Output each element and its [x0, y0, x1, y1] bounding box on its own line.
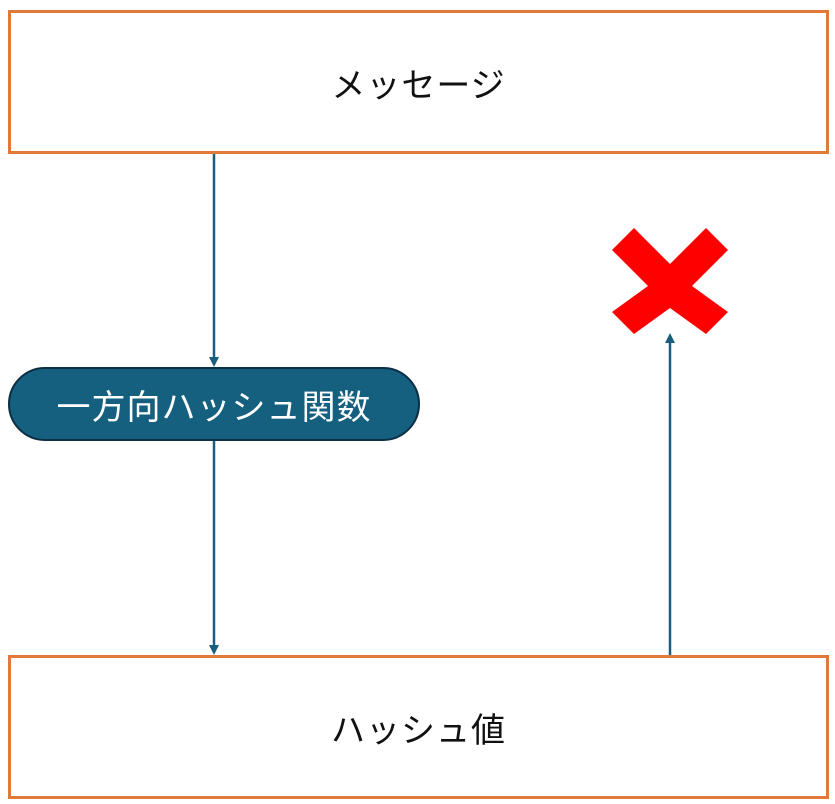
one-way-hash-function-node: 一方向ハッシュ関数 — [8, 367, 420, 441]
message-label: メッセージ — [331, 65, 506, 106]
hash-value-box: ハッシュ値 — [8, 655, 829, 799]
message-box: メッセージ — [8, 10, 829, 154]
function-label: 一方向ハッシュ関数 — [56, 387, 372, 428]
cross-mark-icon — [612, 228, 728, 334]
hash-label: ハッシュ値 — [331, 710, 506, 751]
